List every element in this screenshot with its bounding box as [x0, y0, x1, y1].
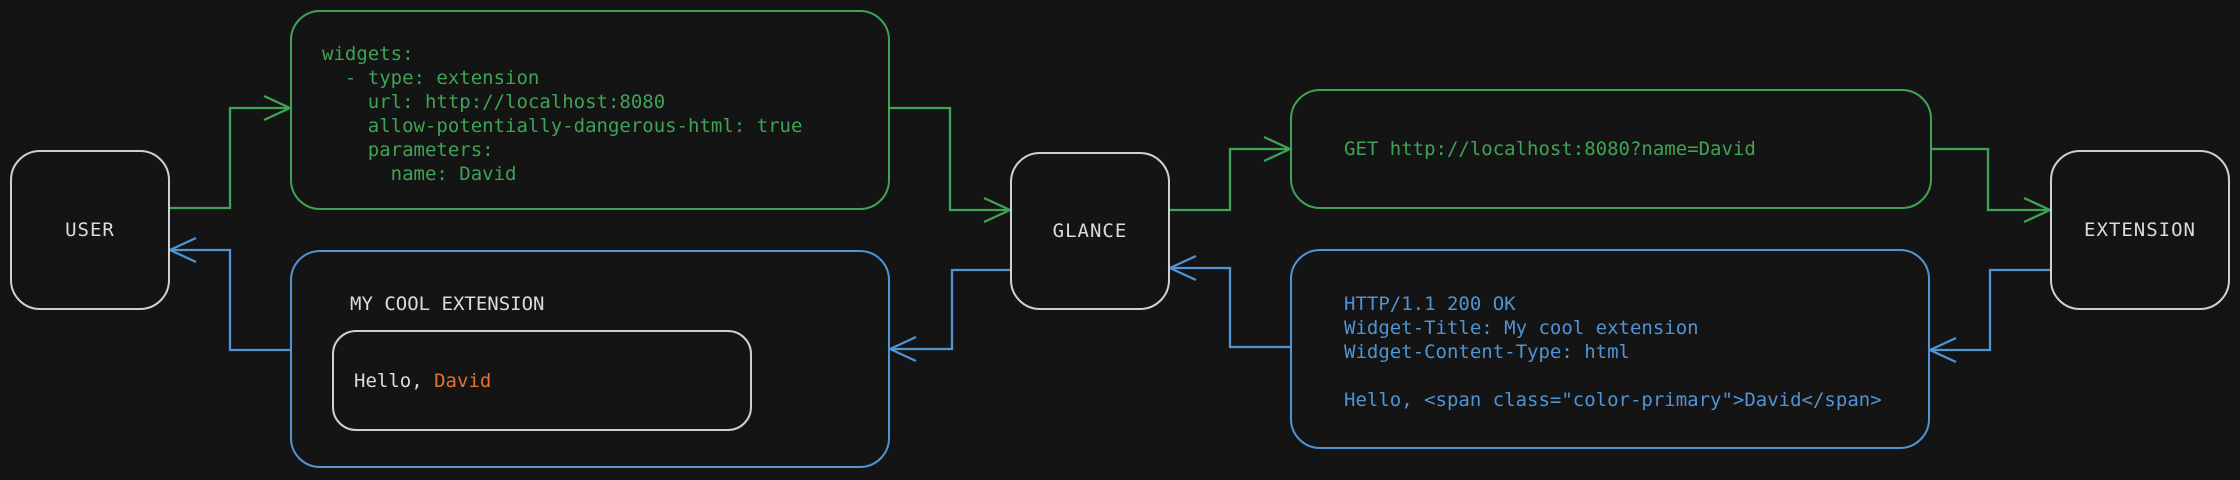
widget-rendered-frame: Hello, David — [332, 330, 752, 431]
arrow-response-to-glance — [1170, 266, 1290, 349]
arrow-extension-to-response — [1930, 268, 2050, 352]
config-line: parameters: — [322, 139, 494, 161]
arrow-request-to-extension — [1932, 147, 2050, 212]
arrow-config-to-glance — [890, 106, 1010, 212]
extension-node-label: EXTENSION — [2084, 219, 2196, 241]
config-yaml-code: widgets: - type: extension url: http://l… — [322, 42, 802, 186]
user-node-label: USER — [65, 219, 115, 241]
config-yaml-box: widgets: - type: extension url: http://l… — [290, 10, 890, 210]
response-line: Widget-Content-Type: html — [1344, 341, 1630, 363]
user-node: USER — [10, 150, 170, 310]
glance-node: GLANCE — [1010, 152, 1170, 310]
response-line — [1344, 364, 1882, 388]
glance-node-label: GLANCE — [1052, 220, 1128, 242]
arrow-user-to-config — [170, 106, 290, 210]
response-line: Hello, <span class="color-primary">David… — [1344, 389, 1882, 411]
widget-preview-box: MY COOL EXTENSION Hello, David — [290, 250, 890, 468]
arrow-extension-to-response-arrowhead — [1927, 336, 1957, 364]
config-line: - type: extension — [322, 67, 540, 89]
response-line: HTTP/1.1 200 OK — [1344, 293, 1516, 315]
config-line: widgets: — [322, 43, 414, 65]
widget-greeting-name: David — [434, 369, 492, 392]
config-line: allow-potentially-dangerous-html: true — [322, 115, 803, 137]
http-request-line: GET http://localhost:8080?name=David — [1344, 138, 1756, 160]
arrow-widget-to-user-arrowhead — [167, 236, 197, 264]
response-line: Widget-Title: My cool extension — [1344, 317, 1699, 339]
http-response-code: HTTP/1.1 200 OK Widget-Title: My cool ex… — [1344, 292, 1882, 412]
widget-title: MY COOL EXTENSION — [350, 293, 545, 315]
arrow-glance-to-request — [1170, 147, 1290, 212]
arrow-glance-to-widget-arrowhead — [887, 335, 917, 363]
arrow-glance-to-widget — [890, 268, 1010, 351]
widget-greeting: Hello, David — [354, 370, 491, 392]
http-request-box: GET http://localhost:8080?name=David — [1290, 89, 1932, 209]
widget-greeting-prefix: Hello, — [354, 369, 435, 392]
arrow-response-to-glance-arrowhead — [1167, 254, 1197, 282]
extension-node: EXTENSION — [2050, 150, 2230, 310]
arrow-widget-to-user — [170, 248, 290, 352]
config-line: name: David — [322, 163, 517, 185]
http-response-box: HTTP/1.1 200 OK Widget-Title: My cool ex… — [1290, 249, 1930, 449]
config-line: url: http://localhost:8080 — [322, 91, 666, 113]
